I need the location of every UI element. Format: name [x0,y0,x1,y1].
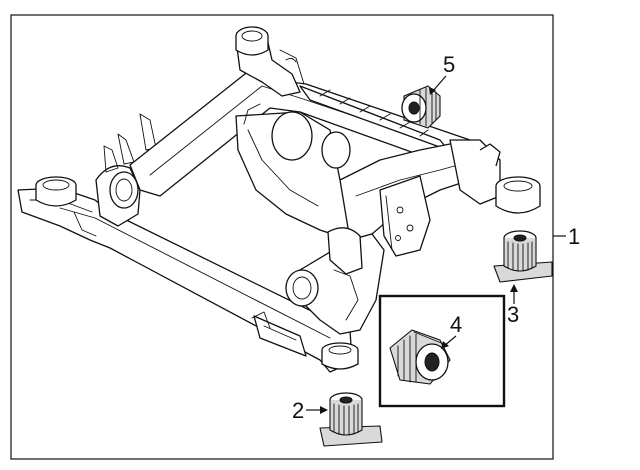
callout-3-arrowhead [510,284,518,292]
callout-1-label: 1 [568,224,580,249]
bushing-rear-right-icon [493,230,553,283]
diagram-frame [10,14,554,460]
callout-3-label: 3 [507,302,519,327]
bushing-front-left-icon [319,392,383,447]
callout-4-label: 4 [450,312,462,337]
callout-5-label: 5 [443,52,455,77]
callout-2-label: 2 [292,398,304,423]
bushing-highlighted-icon [389,329,451,385]
bushing-small-icon [401,85,441,129]
callout-4-arrowhead [441,341,449,349]
highlight-box [378,294,506,408]
callout-2-arrowhead [320,406,328,414]
subframe-icon [17,26,541,373]
callout-5-arrowhead [429,87,436,95]
